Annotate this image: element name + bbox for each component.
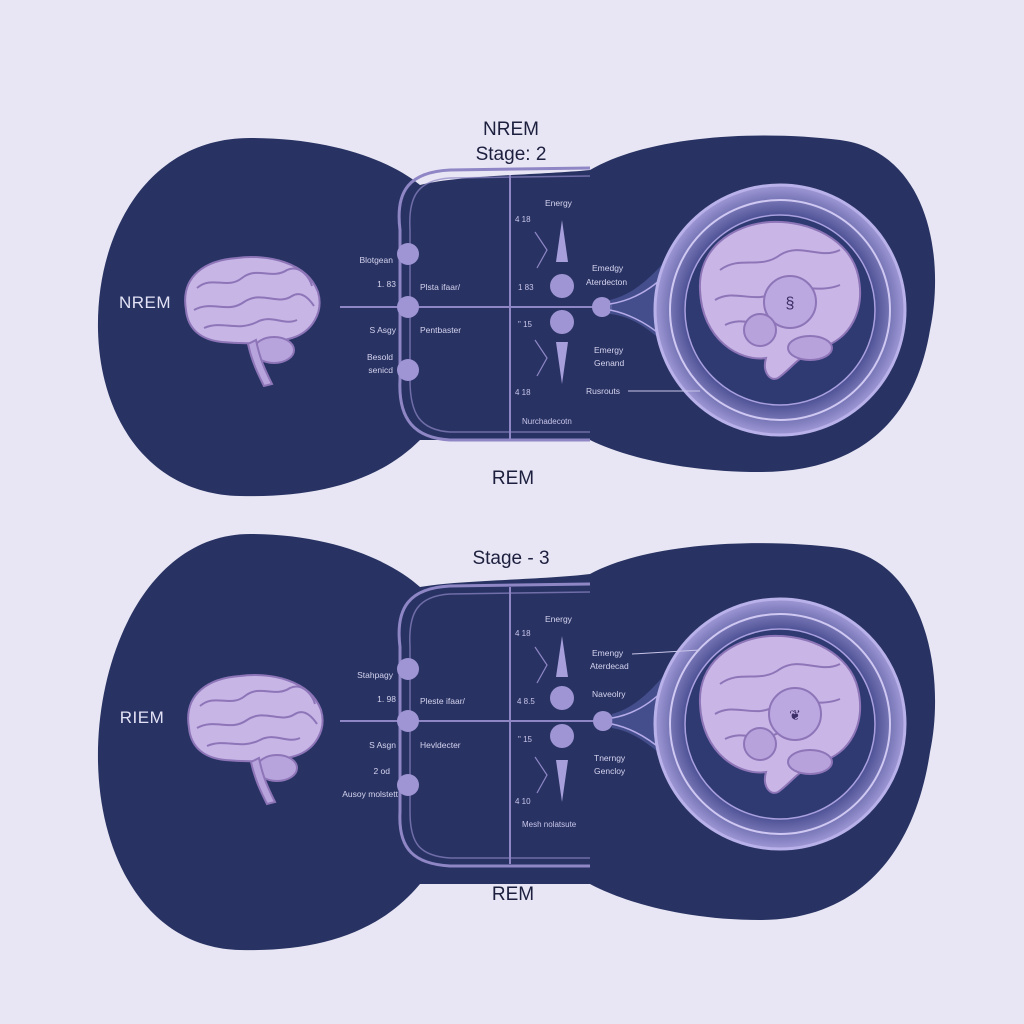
axis-label: " 15 — [518, 320, 533, 329]
left-label: S Asgn — [369, 740, 396, 750]
panel-title-line2: Stage - 3 — [472, 548, 549, 569]
panel-title-line1: NREM — [483, 119, 539, 140]
left-label: Besold — [367, 352, 393, 362]
axis-label: 4 18 — [515, 215, 531, 224]
arrow-up-icon — [556, 220, 568, 262]
bottom-label: REM — [492, 884, 534, 905]
node — [593, 711, 613, 731]
right-label: Emergy — [594, 345, 624, 355]
brain-icon — [187, 674, 324, 806]
panel-bottom: ❦ Stage - 3 RIEM REM Stahpagy 1. 98 S As… — [97, 534, 936, 951]
panel-title-line2: Stage: 2 — [476, 144, 547, 165]
brain-section-icon: § — [698, 220, 862, 380]
left-label: senicd — [368, 365, 393, 375]
right-label: Emedgy — [592, 263, 624, 273]
node — [397, 243, 419, 265]
right-label: Emengy — [592, 648, 624, 658]
axis-label: " 15 — [518, 735, 533, 744]
chevron-icon — [534, 339, 548, 377]
node — [397, 359, 419, 381]
left-label: 1. 98 — [377, 694, 396, 704]
right-label: Gencloy — [594, 766, 626, 776]
right-label: Aterdecad — [590, 661, 629, 671]
left-label: 2 od — [373, 766, 390, 776]
arrow-up-icon — [556, 636, 568, 677]
axis-label: 4 18 — [515, 629, 531, 638]
ring-inner — [669, 199, 891, 421]
side-label: RIEM — [120, 708, 165, 727]
axis-label: 4 18 — [515, 388, 531, 397]
arrow-down-icon — [556, 342, 568, 384]
node — [397, 774, 419, 796]
right-label: Tnerngy — [594, 753, 626, 763]
left-label: S Asgy — [370, 325, 397, 335]
right-label: Aterdecton — [586, 277, 627, 287]
energy-label: Energy — [545, 614, 573, 624]
node — [397, 658, 419, 680]
mid-label: Pentbaster — [420, 325, 461, 335]
chevron-icon — [534, 231, 548, 269]
callout-line — [631, 649, 701, 655]
chevron-icon — [534, 646, 548, 684]
axis-label: 1 83 — [518, 283, 534, 292]
bracket-connector-inner — [409, 591, 591, 859]
brain-section-icon: ❦ — [698, 634, 862, 794]
bottom-label: REM — [492, 468, 534, 489]
svg-text:§: § — [786, 295, 795, 312]
mid-label: Hevldecter — [420, 740, 461, 750]
left-label: Stahpagy — [357, 670, 394, 680]
node — [397, 296, 419, 318]
bracket-connector — [397, 582, 591, 868]
chevron-icon — [534, 756, 548, 794]
mid-label: Plsta ifaar/ — [420, 282, 461, 292]
node — [550, 274, 574, 298]
node — [592, 297, 612, 317]
ring-inner — [669, 613, 891, 835]
node — [550, 686, 574, 710]
side-label: NREM — [119, 293, 171, 312]
bracket-connector — [397, 166, 591, 442]
right-label: Naveolry — [592, 689, 626, 699]
brain-icon — [184, 256, 321, 388]
right-label: Rusrouts — [586, 386, 620, 396]
axis-label: 4 8.5 — [517, 697, 535, 706]
left-label: 1. 83 — [377, 279, 396, 289]
node — [550, 310, 574, 334]
arrow-down-icon — [556, 760, 568, 802]
panel-top: § NREM Stage: 2 NREM REM Blotgean 1. 83 … — [97, 119, 936, 497]
left-label: Ausoy molstett — [342, 789, 398, 799]
axis-label: 4 10 — [515, 797, 531, 806]
bottom-note: Nurchadecotn — [522, 417, 572, 426]
left-label: Blotgean — [359, 255, 393, 265]
bottom-note: Mesh nolatsute — [522, 820, 577, 829]
mid-label: Pleste ifaar/ — [420, 696, 466, 706]
node — [550, 724, 574, 748]
node — [397, 710, 419, 732]
energy-label: Energy — [545, 198, 573, 208]
svg-text:❦: ❦ — [789, 707, 801, 723]
right-label: Genand — [594, 358, 625, 368]
